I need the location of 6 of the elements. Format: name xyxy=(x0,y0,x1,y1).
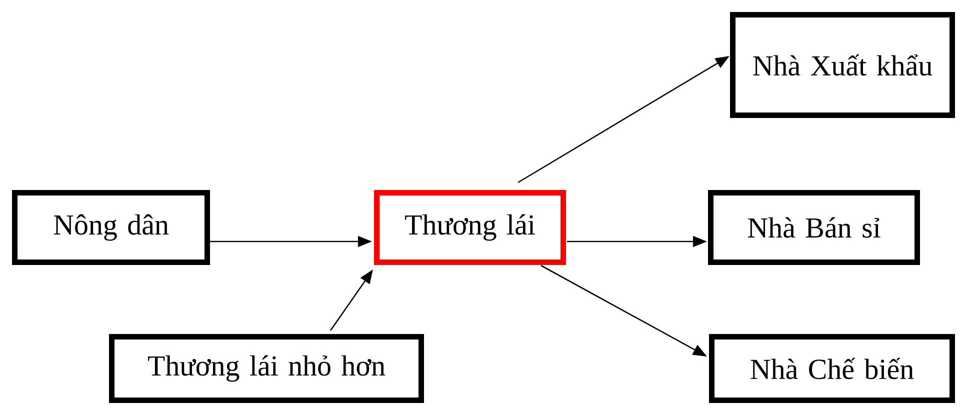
process-box: Nhà Bán sỉ xyxy=(708,190,920,265)
process-box: Nhà Chế biến xyxy=(709,334,955,403)
process-box: Thương lái xyxy=(374,190,566,265)
process-box: Nhà Xuất khẩu xyxy=(730,12,955,118)
process-box: Nông dân xyxy=(12,190,210,265)
process-box: Thương lái nhỏ hơn xyxy=(109,334,424,403)
